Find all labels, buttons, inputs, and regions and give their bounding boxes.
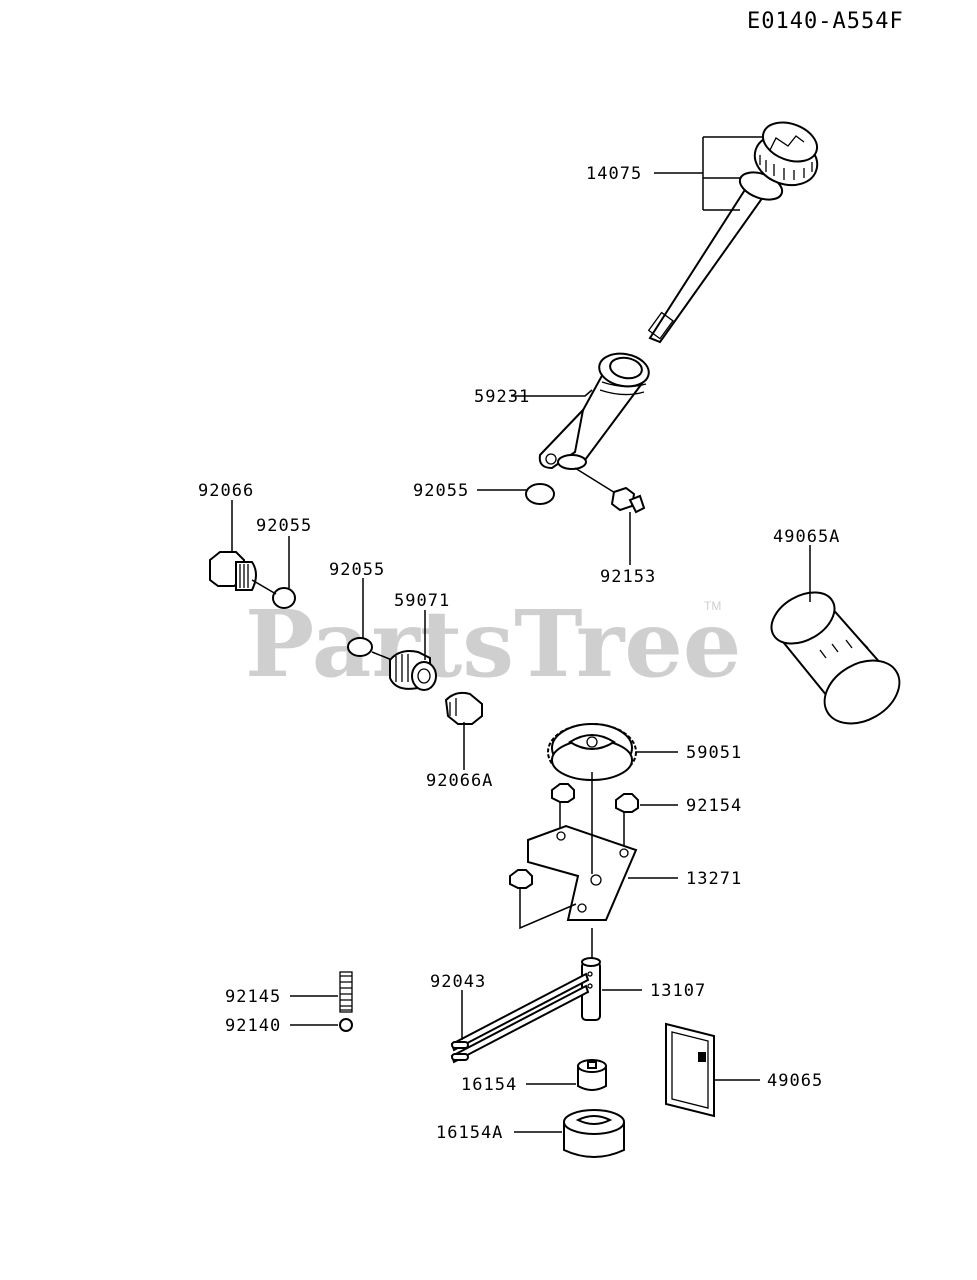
callout-59231: 59231: [474, 387, 530, 407]
callout-49065A: 49065A: [773, 527, 840, 547]
part-ball[interactable]: [339, 1018, 353, 1032]
callout-14075: 14075: [586, 164, 642, 184]
callout-92055-mid: 92055: [329, 560, 385, 580]
callout-92145: 92145: [225, 987, 281, 1007]
part-o-ring-left[interactable]: [272, 587, 296, 609]
watermark: PartsTree TM: [245, 590, 741, 698]
callout-59071: 59071: [394, 591, 450, 611]
part-pins[interactable]: [450, 972, 590, 1064]
part-plug-92066A[interactable]: [444, 691, 483, 725]
part-gasket[interactable]: [665, 1022, 715, 1118]
callout-92153: 92153: [600, 567, 656, 587]
part-bolt-92154[interactable]: [551, 783, 639, 845]
callout-92140: 92140: [225, 1016, 281, 1036]
part-relief-valve[interactable]: [389, 650, 437, 691]
callout-92154: 92154: [686, 796, 742, 816]
part-o-ring-tube[interactable]: [525, 483, 555, 505]
diagram-code: E0140-A554F: [747, 9, 904, 34]
part-dipstick[interactable]: [647, 116, 825, 344]
part-outer-rotor[interactable]: [563, 1109, 625, 1158]
callout-92043: 92043: [430, 972, 486, 992]
part-pump-plate[interactable]: [527, 772, 638, 921]
part-spring[interactable]: [339, 971, 353, 1013]
callout-49065: 49065: [767, 1071, 823, 1091]
callout-92066A: 92066A: [426, 771, 493, 791]
callout-13107: 13107: [650, 981, 706, 1001]
part-pump-gear[interactable]: [547, 723, 637, 781]
callout-92055-left: 92055: [256, 516, 312, 536]
part-drain-plug[interactable]: [209, 551, 257, 591]
part-o-ring-mid[interactable]: [347, 637, 373, 657]
callout-13271: 13271: [686, 869, 742, 889]
callout-92066: 92066: [198, 481, 254, 501]
callout-92055-top: 92055: [413, 481, 469, 501]
part-oil-filter[interactable]: [763, 582, 911, 736]
part-inner-rotor[interactable]: [577, 1059, 607, 1091]
part-plate-screw[interactable]: [509, 869, 577, 930]
callout-16154A: 16154A: [436, 1123, 503, 1143]
callout-59051: 59051: [686, 743, 742, 763]
part-oil-filler-tube[interactable]: [538, 350, 652, 470]
callout-16154: 16154: [461, 1075, 517, 1095]
part-bolt-92153[interactable]: [574, 467, 646, 514]
svg-text:TM: TM: [704, 599, 721, 613]
svg-text:PartsTree: PartsTree: [245, 590, 741, 698]
